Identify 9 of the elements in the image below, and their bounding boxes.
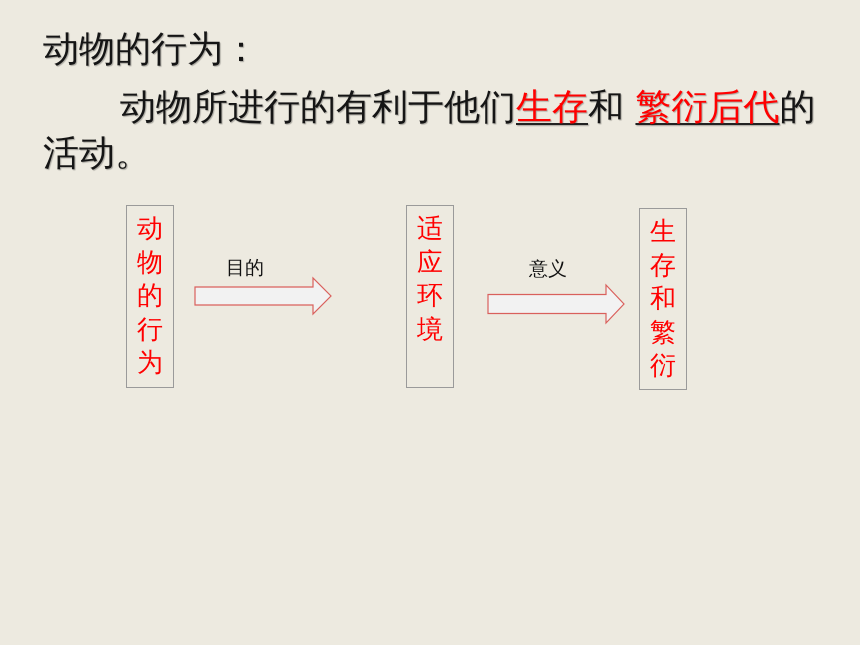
edge-label: 目的: [226, 257, 264, 279]
edge-label: 意义: [529, 258, 567, 280]
text-box: 动物的行为: [126, 205, 174, 388]
block-arrow: [487, 284, 625, 324]
text-box: 生存和繁衍: [639, 208, 687, 390]
paragraph: 动物所进行的有利于他们生存和 繁衍后代的活动。: [43, 86, 816, 176]
heading: 动物的行为：: [43, 28, 259, 72]
text-box: 适应环境: [406, 205, 454, 388]
block-arrow: [194, 276, 332, 316]
